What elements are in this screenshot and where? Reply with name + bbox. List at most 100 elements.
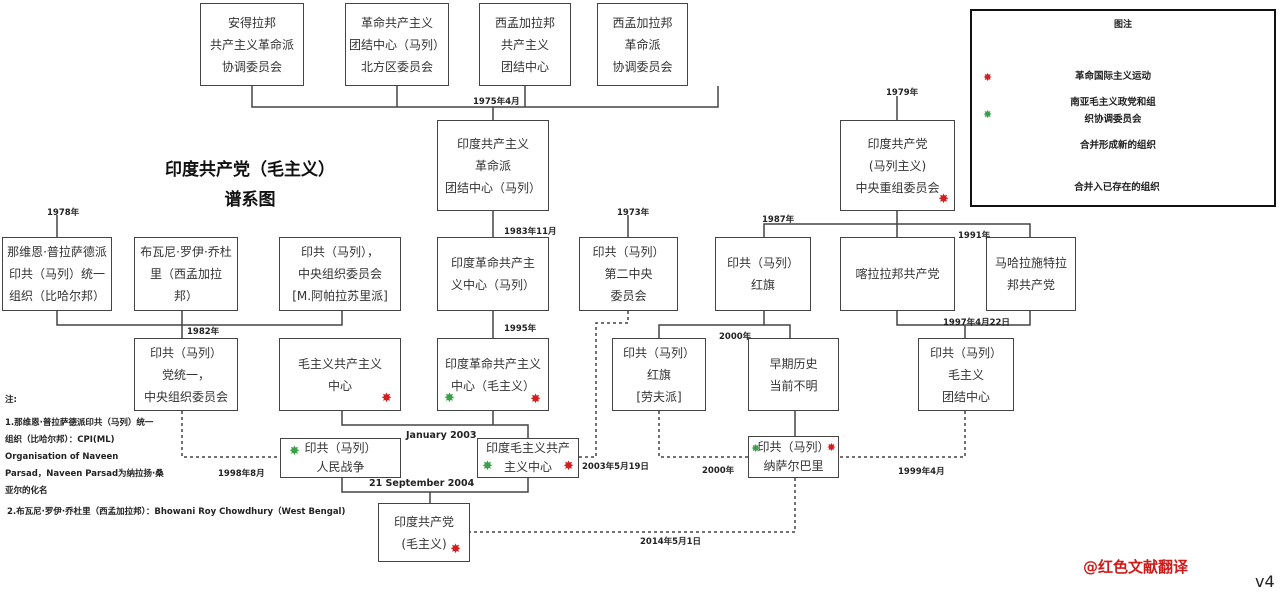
node-red-flag: 印共（马列） 红旗 bbox=[715, 237, 811, 311]
node-text: 第二中央 bbox=[604, 267, 653, 281]
dotted-line-1999 bbox=[839, 411, 966, 458]
legend-green-star-line2: 织协调委员会 bbox=[1084, 114, 1142, 125]
red-star-icon: ✸ bbox=[563, 459, 574, 474]
node-text: 革命派 bbox=[624, 37, 661, 52]
watermark: @红色文献翻译 bbox=[1083, 558, 1189, 576]
node-text: 布瓦尼·罗伊·乔杜 bbox=[140, 245, 232, 259]
red-star-icon: ✸ bbox=[983, 71, 993, 84]
merge-line-1997 bbox=[896, 311, 1031, 338]
node-second-cc: 印共（马列） 第二中央 委员会 bbox=[579, 237, 678, 311]
date-label-1998: 1998年8月 bbox=[218, 469, 265, 479]
node-text: 邦共产党 bbox=[1006, 278, 1055, 292]
red-star-icon: ✸ bbox=[826, 441, 836, 454]
node-text: 印度共产党 bbox=[393, 514, 454, 529]
node-mcc: 毛主义共产主义 中心 ✸ bbox=[279, 338, 401, 411]
date-label-2000-split: 2000年 bbox=[719, 332, 752, 342]
node-naxalbari: 印共（马列） 纳萨尔巴里 ✸ ✸ bbox=[748, 436, 839, 478]
green-star-icon: ✸ bbox=[983, 108, 993, 121]
node-text: 中央组织委员会 bbox=[297, 267, 382, 281]
node-bhowani-roy: 布瓦尼·罗伊·乔杜 里（西孟加拉 邦） bbox=[134, 237, 238, 311]
date-label-1982: 1982年 bbox=[187, 327, 220, 337]
date-label-jan-2003: January 2003 bbox=[406, 430, 477, 441]
note-1-line1: 1.那维恩·普拉萨德派印共（马列）统一 bbox=[5, 418, 154, 428]
node-text: 协调委员会 bbox=[221, 59, 282, 74]
node-text: 印共（马列） bbox=[304, 441, 377, 455]
node-peoples-war: 印共（马列） 人民战争 ✸ bbox=[280, 438, 401, 478]
merge-line-2004 bbox=[341, 478, 529, 503]
node-text: 中央重组委员会 bbox=[855, 180, 940, 195]
merge-line-1975 bbox=[251, 86, 719, 120]
node-mcci: 印度毛主义共产 主义中心 ✸ ✸ bbox=[477, 438, 579, 478]
dotted-line-2000 bbox=[658, 411, 748, 458]
node-text: 那维恩·普拉萨德派 bbox=[7, 245, 107, 259]
node-text: 协调委员会 bbox=[612, 59, 673, 74]
node-text: 印度毛主义共产 bbox=[485, 441, 570, 455]
node-text: (马列主义) bbox=[868, 158, 927, 173]
legend-box: 图注 ✸ 革命国际主义运动 ✸ 南亚毛主义政党和组 织协调委员会 合并形成新的组… bbox=[970, 9, 1276, 207]
date-label-1979: 1979年 bbox=[886, 88, 919, 98]
legend-green-star-line1: 南亚毛主义政党和组 bbox=[1070, 97, 1156, 108]
node-text: 共产主义革命派 bbox=[209, 37, 294, 52]
date-label-1999: 1999年4月 bbox=[898, 467, 945, 477]
green-star-icon: ✸ bbox=[751, 442, 761, 455]
date-label-1983: 1983年11月 bbox=[504, 227, 557, 237]
node-text: [M.阿帕拉苏里派] bbox=[292, 289, 388, 303]
node-text: 印共（马列） bbox=[757, 440, 830, 454]
node-text: 主义中心 bbox=[503, 460, 552, 474]
node-early-history-unknown: 早期历史 当前不明 bbox=[748, 338, 839, 411]
node-text: 团结中心（马列） bbox=[444, 180, 541, 195]
version-label: v4 bbox=[1255, 572, 1275, 591]
node-text: 中心（毛主义） bbox=[450, 378, 535, 393]
node-text: 早期历史 bbox=[769, 356, 818, 371]
merge-line-1982 bbox=[56, 311, 343, 338]
node-text: 党统一， bbox=[161, 367, 210, 382]
node-text: 印共（马列）统一 bbox=[8, 267, 105, 281]
red-star-icon: ✸ bbox=[938, 192, 949, 207]
node-text: 共产主义 bbox=[500, 37, 549, 52]
red-star-icon: ✸ bbox=[450, 542, 461, 557]
node-text: 团结中心（马列） bbox=[348, 37, 445, 52]
node-text: 当前不明 bbox=[769, 378, 818, 393]
legend-title: 图注 bbox=[1113, 20, 1132, 30]
legend-red-star-label: 革命国际主义运动 bbox=[1074, 71, 1151, 82]
node-text: 印共（马列） bbox=[929, 345, 1002, 360]
node-text: 委员会 bbox=[610, 289, 647, 303]
node-text: 印度革命共产主义 bbox=[444, 356, 541, 371]
split-line-2000 bbox=[658, 311, 791, 338]
date-label-sep-2004: 21 September 2004 bbox=[369, 478, 475, 489]
node-text: 团结中心 bbox=[941, 389, 990, 404]
node-text: 义中心（马列） bbox=[450, 278, 535, 292]
node-text: 印共（马列） bbox=[726, 256, 799, 270]
node-text: 革命派 bbox=[474, 158, 511, 173]
node-text: 团结中心 bbox=[500, 59, 549, 74]
date-label-1975: 1975年4月 bbox=[473, 97, 520, 107]
node-andhra-coordination: 安得拉邦 共产主义革命派 协调委员会 bbox=[200, 3, 304, 86]
node-text: (毛主义) bbox=[401, 536, 447, 551]
node-text: [劳夫派] bbox=[636, 389, 682, 404]
node-text: 革命共产主义 bbox=[360, 15, 433, 30]
node-text: 人民战争 bbox=[316, 460, 365, 474]
legend-solid-line-label: 合并形成新的组织 bbox=[1079, 140, 1156, 151]
note-1-line5: 亚尔的化名 bbox=[5, 486, 48, 496]
node-text: 印共（马列） bbox=[149, 345, 222, 360]
node-ircc: 印度共产主义 革命派 团结中心（马列） bbox=[437, 120, 549, 211]
node-maoist-unity-centre: 印共（马列） 毛主义 团结中心 bbox=[918, 338, 1014, 411]
node-maharashtra-cp: 马哈拉施特拉 邦共产党 bbox=[986, 237, 1076, 311]
date-label-1995: 1995年 bbox=[504, 324, 537, 334]
note-1-line2: 组织（比哈尔邦）：CPI(ML) bbox=[5, 435, 115, 445]
node-text: 西孟加拉邦 bbox=[612, 15, 673, 30]
node-text: 纳萨尔巴里 bbox=[763, 459, 824, 473]
dotted-line-2003-may bbox=[568, 311, 629, 458]
node-wb-unity-centre: 西孟加拉邦 共产主义 团结中心 bbox=[479, 3, 571, 86]
node-text: 印度共产党 bbox=[867, 136, 928, 151]
notes-heading: 注: bbox=[5, 395, 17, 405]
merge-line-2003 bbox=[341, 411, 529, 438]
node-text: 组织（比哈尔邦） bbox=[8, 289, 105, 303]
node-wb-revolutionary: 西孟加拉邦 革命派 协调委员会 bbox=[597, 3, 688, 86]
node-text: 中心 bbox=[327, 378, 352, 393]
note-1-line3: Organisation of Naveen bbox=[5, 452, 119, 462]
split-line-1987 bbox=[763, 211, 1031, 237]
node-red-flag-rauf: 印共（马列） 红旗 [劳夫派] bbox=[612, 338, 706, 411]
date-label-1978: 1978年 bbox=[47, 208, 80, 218]
node-text: 喀拉拉邦共产党 bbox=[855, 267, 940, 281]
